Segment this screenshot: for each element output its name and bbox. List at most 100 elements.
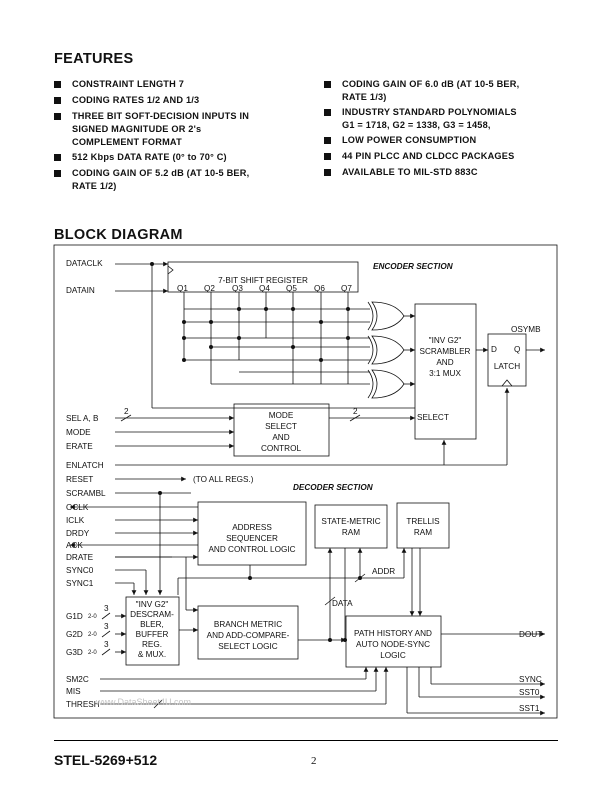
diagram-label: SYNC0	[66, 566, 94, 575]
diagram-label: STATE-METRIC	[321, 517, 380, 526]
scrambler-block	[414, 303, 477, 440]
diagram-label: SCRAMBL	[66, 489, 106, 498]
feature-item: CONSTRAINT LENGTH 7	[54, 78, 304, 92]
diagram-label: ADDRESS	[232, 523, 272, 532]
feature-item: INDUSTRY STANDARD POLYNOMIALS G1 = 1718,…	[324, 106, 564, 132]
xor-gate-1	[367, 301, 405, 331]
diagram-label: 2-0	[88, 650, 97, 656]
mode-select-block	[233, 403, 330, 457]
junction-dots	[150, 262, 362, 642]
diagram-label: Q	[514, 345, 520, 354]
select-label: SELECT	[417, 413, 449, 422]
diagram-label: 2	[124, 407, 129, 416]
diagram-label: ACK	[66, 541, 83, 550]
diagram-label: SST1	[519, 704, 540, 713]
branch-metric-block	[197, 605, 299, 660]
feature-item: CODING RATES 1/2 AND 1/3	[54, 94, 304, 108]
diagram-label: 3	[104, 622, 109, 631]
xor-gate-3	[367, 369, 405, 399]
tap-label: Q7	[341, 284, 352, 293]
diagram-label: RESET	[66, 475, 93, 484]
features-left-list: CONSTRAINT LENGTH 7 CODING RATES 1/2 AND…	[54, 78, 304, 195]
diagram-label: ERATE	[66, 442, 93, 451]
diagram-label: LATCH	[494, 362, 520, 371]
diagram-label: 3:1 MUX	[429, 369, 461, 378]
diagram-label: DATAIN	[66, 286, 95, 295]
diagram-label: AND CONTROL LOGIC	[208, 545, 295, 554]
diagram-label: 2-0	[88, 614, 97, 620]
diagram-label: SELECT LOGIC	[218, 642, 278, 651]
footer-rule	[54, 740, 558, 741]
diagram-label: PATH HISTORY AND	[354, 629, 432, 638]
diagram-label: DRDY	[66, 529, 90, 538]
bullet-square-icon	[54, 81, 61, 88]
diagram-label: 3	[104, 640, 109, 649]
shift-register-block	[167, 261, 359, 293]
diagram-label: SEL A, B	[66, 414, 99, 423]
xor-gate-2	[367, 335, 405, 365]
tap-label: Q6	[314, 284, 325, 293]
diagram-label: SELECT	[265, 422, 297, 431]
state-metric-ram-block	[314, 504, 388, 549]
bullet-square-icon	[54, 170, 61, 177]
page-number: 2	[311, 755, 317, 767]
feature-item: CODING GAIN OF 5.2 dB (AT 10-5 BER, RATE…	[54, 167, 304, 193]
diagram-label: BUFFER	[136, 630, 169, 639]
diagram-label: BLER,	[140, 620, 164, 629]
diagram-label: REG.	[142, 640, 162, 649]
diagram-label: AND ADD-COMPARE-	[207, 631, 290, 640]
diagram-label: LOGIC	[380, 651, 406, 660]
tap-label: Q3	[232, 284, 243, 293]
diagram-label: 3	[104, 604, 109, 613]
diagram-label: ENLATCH	[66, 461, 104, 470]
descrambler-block	[125, 596, 180, 666]
diagram-label: AND	[436, 358, 453, 367]
features-right-list: CODING GAIN OF 6.0 dB (AT 10-5 BER, RATE…	[324, 78, 564, 182]
diagram-label: DATACLK	[66, 259, 103, 268]
diagram-label: & MUX.	[138, 650, 166, 659]
diagram-label: D	[491, 345, 497, 354]
diagram-label: OSYMB	[511, 325, 541, 334]
diagram-label: SEQUENCER	[226, 534, 278, 543]
diagram-label: ADDR	[372, 567, 395, 576]
diagram-frame	[53, 244, 558, 719]
watermark-text: www.DataSheet4U.com	[95, 697, 191, 707]
diagram-label: DESCRAM-	[130, 610, 174, 619]
features-heading: FEATURES	[54, 51, 134, 67]
bullet-square-icon	[54, 113, 61, 120]
diagram-label: MIS	[66, 687, 81, 696]
decoder-section-label: DECODER SECTION	[293, 483, 374, 492]
diagram-label: SYNC	[519, 675, 542, 684]
diagram-label: RAM	[342, 528, 360, 537]
diagram-label: G2D	[66, 630, 83, 639]
feature-item: 44 PIN PLCC AND CLDCC PACKAGES	[324, 150, 564, 164]
diagram-label: OCLK	[66, 503, 89, 512]
shift-register-label: 7-BIT SHIFT REGISTER	[218, 276, 308, 285]
diagram-label: 2	[353, 407, 358, 416]
diagram-label: DOUT	[519, 630, 542, 639]
diagram-label: "INV G2"	[136, 600, 169, 609]
address-sequencer-block	[197, 501, 307, 566]
diagram-label: DATA	[332, 599, 353, 608]
bullet-square-icon	[324, 153, 331, 160]
diagram-label: MODE	[66, 428, 91, 437]
feature-item: LOW POWER CONSUMPTION	[324, 134, 564, 148]
feature-item: CODING GAIN OF 6.0 dB (AT 10-5 BER, RATE…	[324, 78, 564, 104]
diagram-label: SST0	[519, 688, 540, 697]
diagram-label: CONTROL	[261, 444, 301, 453]
feature-item: THREE BIT SOFT-DECISION INPUTS IN SIGNED…	[54, 110, 304, 149]
diagram-label: THRESH	[66, 700, 100, 709]
block-diagram-heading: BLOCK DIAGRAM	[54, 227, 183, 243]
latch-block	[487, 333, 527, 387]
footer-part-number: STEL-5269+512	[54, 752, 158, 768]
tap-label: Q1	[177, 284, 188, 293]
diagram-label: BRANCH METRIC	[214, 620, 282, 629]
diagram-label: AND	[272, 433, 289, 442]
trellis-ram-block	[396, 502, 450, 549]
bullet-square-icon	[324, 81, 331, 88]
bullet-square-icon	[324, 109, 331, 116]
encoder-section-label: ENCODER SECTION	[373, 262, 454, 271]
diagram-label: SM2C	[66, 675, 89, 684]
tap-label: Q5	[286, 284, 297, 293]
tap-label: Q2	[204, 284, 215, 293]
